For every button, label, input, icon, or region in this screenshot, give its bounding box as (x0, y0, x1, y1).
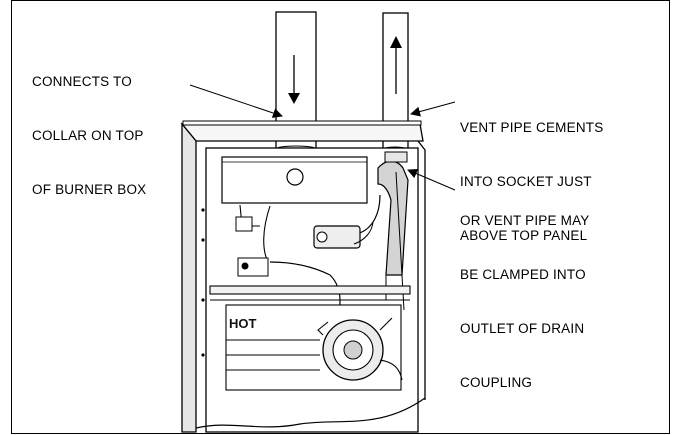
down-arrow-head (288, 93, 300, 104)
hot-warning-label: HOT (229, 316, 257, 331)
burner-box-port (286, 168, 304, 186)
vent-socket-callout: VENT PIPE CEMENTS INTO SOCKET JUST ABOVE… (460, 120, 604, 243)
drain-coupling-callout: OR VENT PIPE MAY BE CLAMPED INTO OUTLET … (460, 213, 590, 390)
diagram-frame (11, 0, 670, 434)
up-arrow-head (390, 36, 402, 48)
furnace-cabinet (180, 120, 426, 433)
burner-box-callout: CONNECTS TO COLLAR ON TOP OF BURNER BOX (32, 74, 147, 197)
burner-box-leader (189, 84, 283, 118)
vent-socket-leader (410, 101, 456, 117)
drain-coupling-leader (407, 168, 456, 191)
